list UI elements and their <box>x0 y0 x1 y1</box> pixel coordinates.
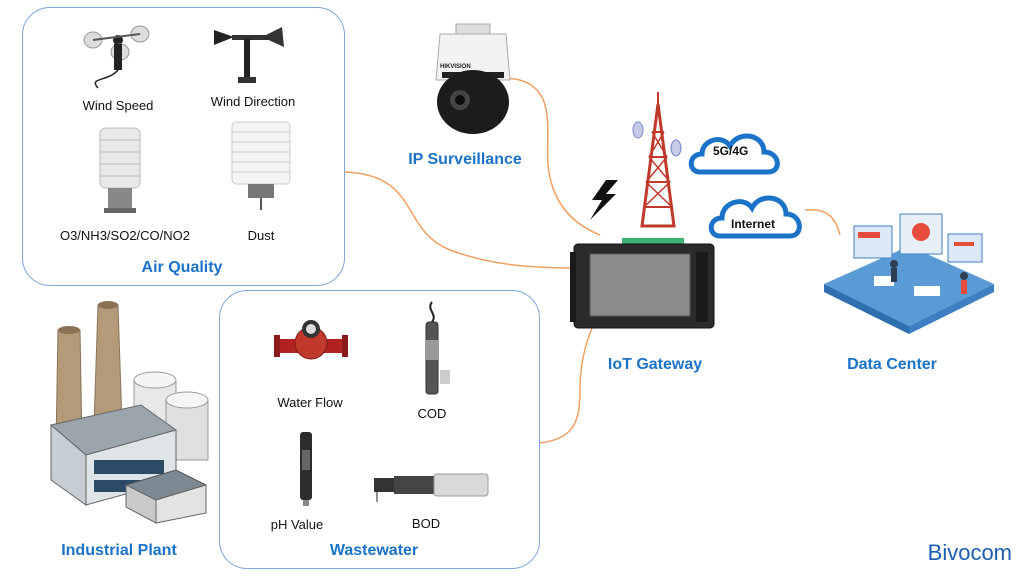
bod-sensor-icon <box>374 473 489 502</box>
data-center-title: Data Center <box>847 356 937 373</box>
cod-probe-icon <box>425 301 450 395</box>
cell-tower-icon <box>632 92 682 228</box>
wastewater-title: Wastewater <box>329 542 419 559</box>
wind-direction-label: Wind Direction <box>210 94 296 109</box>
cloud-5g-4g-icon <box>688 133 780 175</box>
connector-ip-surveillance <box>504 77 601 236</box>
ip-camera-icon <box>435 23 511 134</box>
water-flow-meter-icon <box>274 320 348 360</box>
ph-probe-icon <box>300 432 312 506</box>
cloud-internet-label: Internet <box>731 217 776 231</box>
wastewater-panel <box>219 290 540 569</box>
air-quality-title: Air Quality <box>141 259 223 276</box>
cloud-internet-icon <box>708 195 802 239</box>
industrial-plant-title: Industrial Plant <box>61 542 177 559</box>
wind-speed-sensor-icon <box>83 25 150 89</box>
connector-data-center <box>804 208 841 236</box>
wind-direction-sensor-icon <box>214 27 284 83</box>
lightning-icon <box>590 180 618 220</box>
water-flow-label: Water Flow <box>277 395 343 410</box>
cloud-5g-4g-label: 5G/4G <box>713 144 749 158</box>
camera-brand-text: HIKVISION <box>440 64 471 70</box>
gas-sensor-label: O3/NH3/SO2/CO/NO2 <box>59 228 191 243</box>
ip-surveillance-title: IP Surveillance <box>408 151 522 168</box>
air-quality-panel <box>22 7 345 286</box>
gas-sensor-icon <box>99 127 141 213</box>
connector-wastewater <box>537 327 593 444</box>
cod-label: COD <box>417 406 447 421</box>
data-center-icon <box>824 213 994 334</box>
iot-gateway-title: IoT Gateway <box>607 356 703 373</box>
ph-value-label: pH Value <box>270 517 324 532</box>
wind-speed-label: Wind Speed <box>82 98 154 113</box>
connector-air-quality <box>344 171 576 269</box>
industrial-plant-icon <box>49 301 209 524</box>
brand-logo: Bivocom <box>927 540 1012 565</box>
dust-sensor-icon <box>231 121 291 210</box>
dust-label: Dust <box>247 228 275 243</box>
bod-label: BOD <box>411 516 441 531</box>
iot-gateway-device-icon <box>570 238 715 329</box>
